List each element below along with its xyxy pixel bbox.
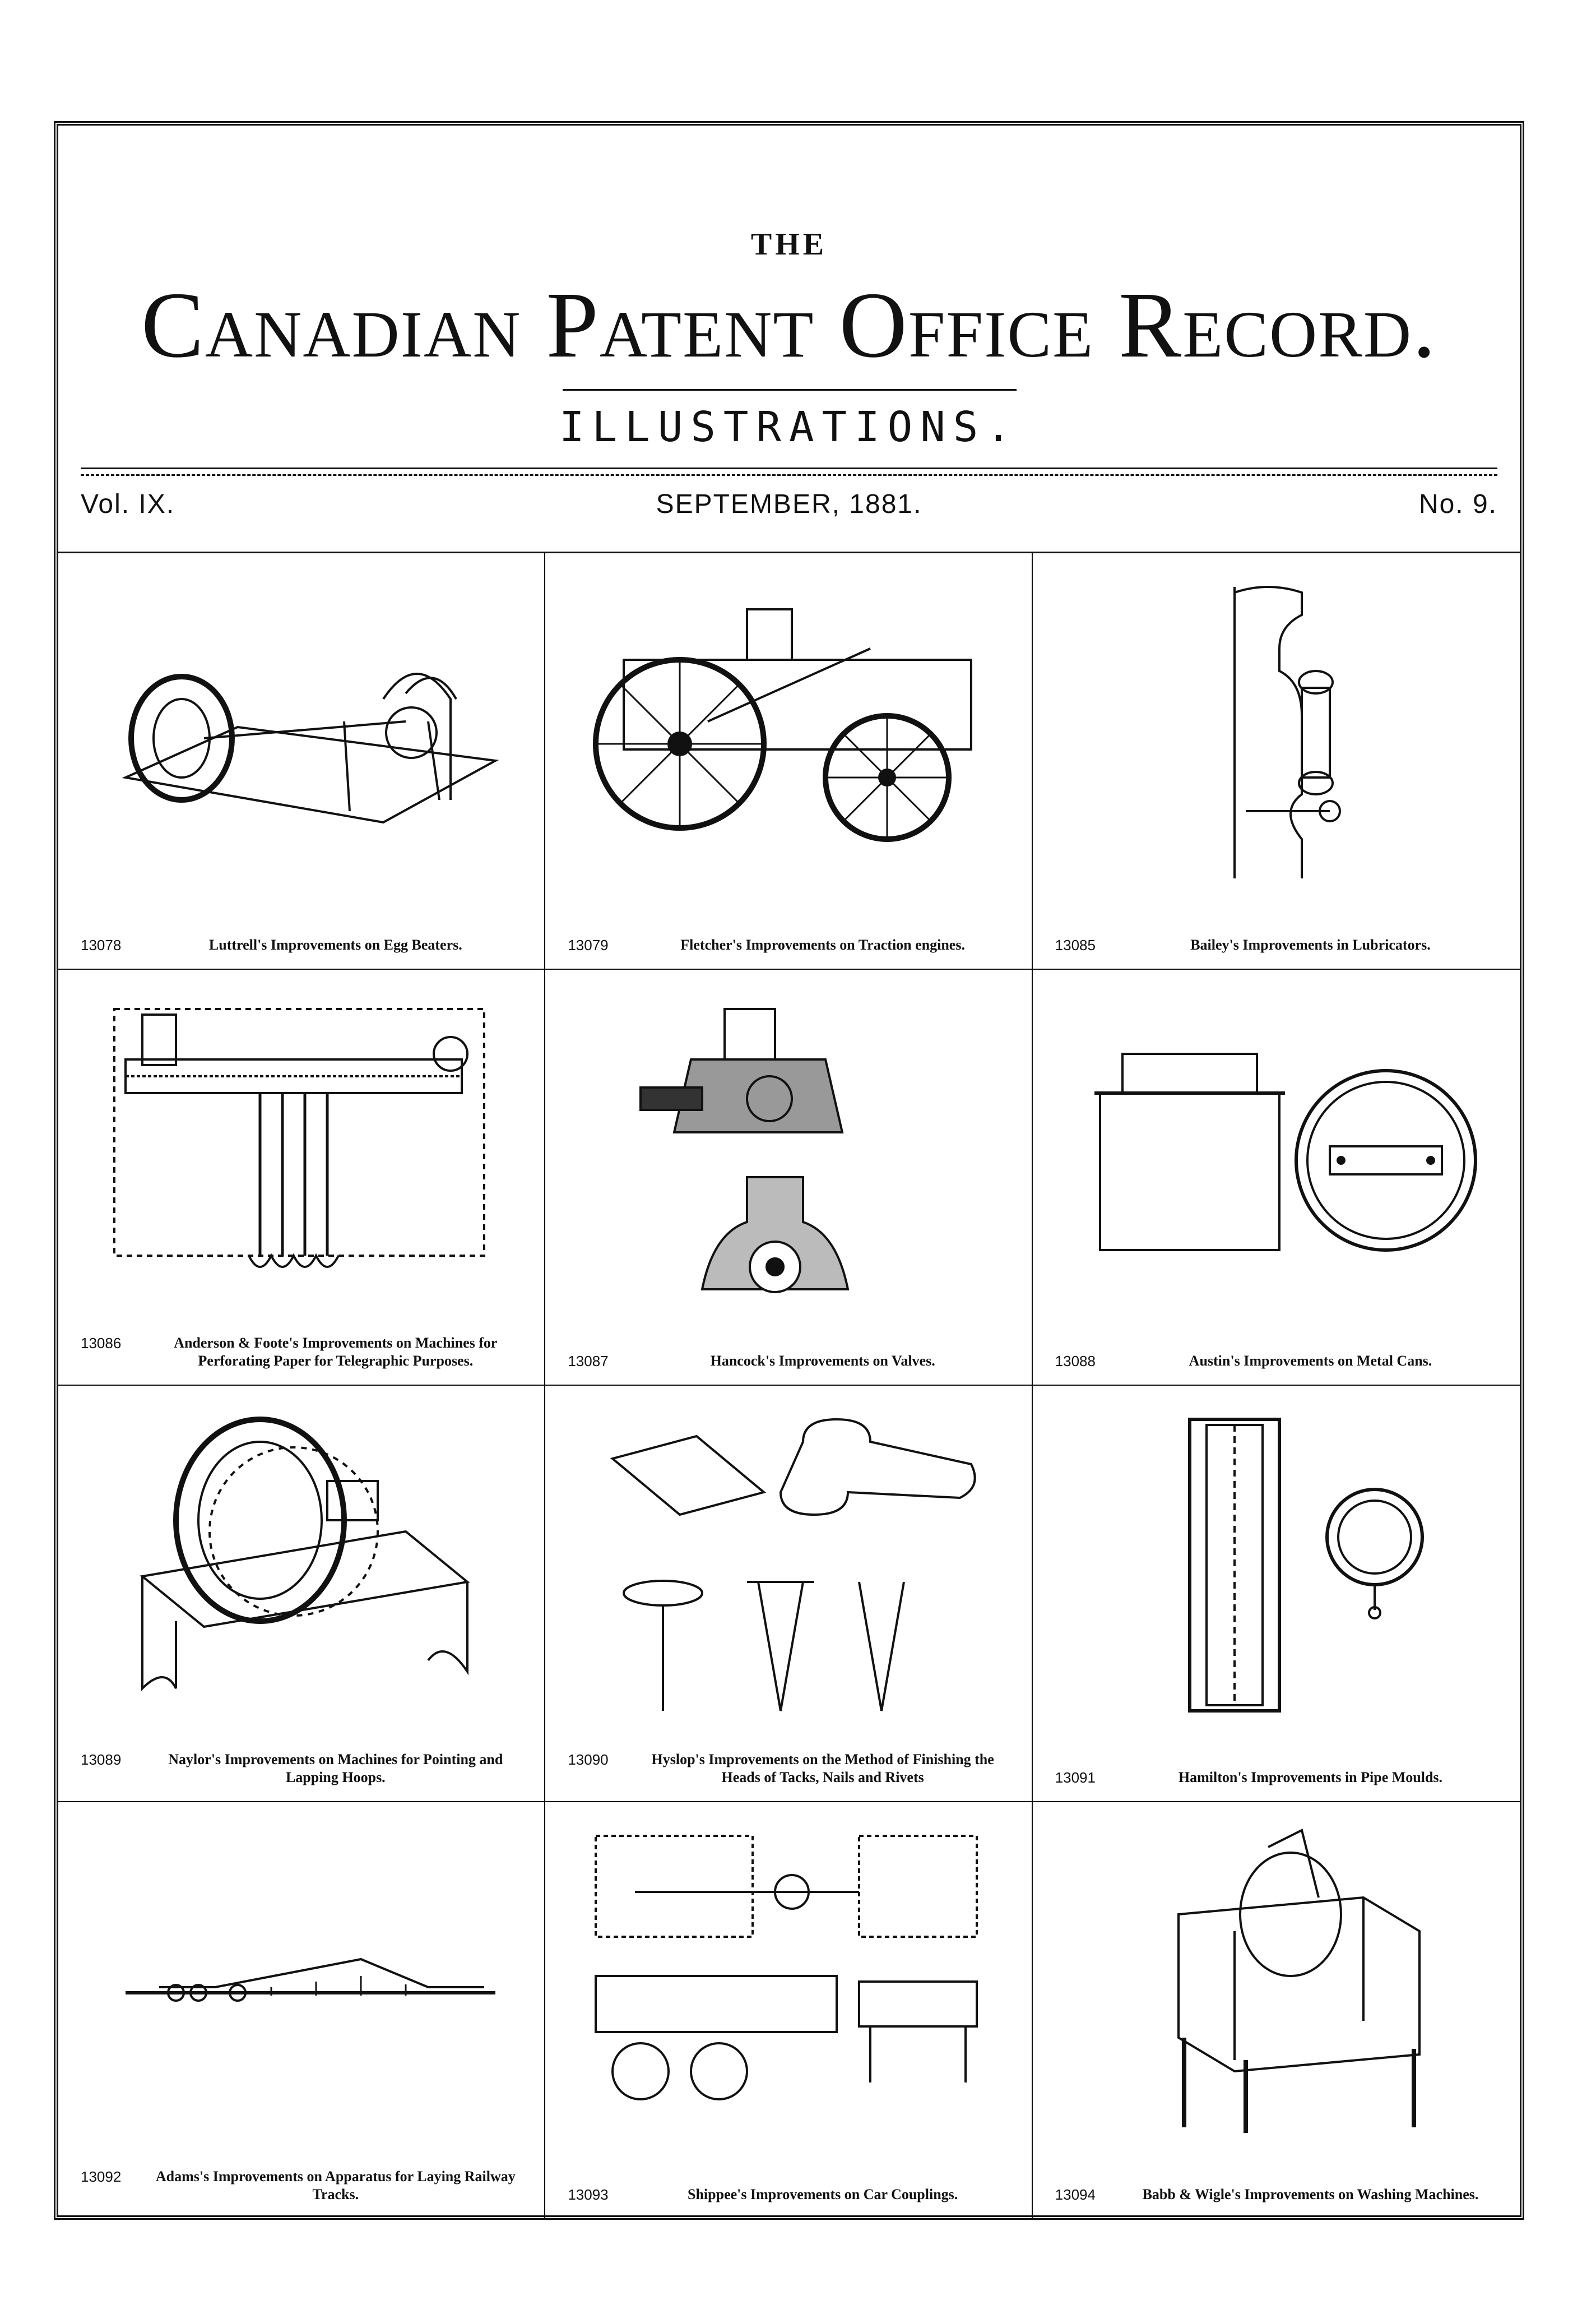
patent-number: 13078 <box>81 936 122 954</box>
plate-cell: 13093 Shippee's Improvements on Car Coup… <box>545 1802 1033 2218</box>
traction-engine-illustration <box>593 608 973 842</box>
plate-cell: 13090 Hyslop's Improvements on the Metho… <box>545 1386 1033 1802</box>
patent-number: 13091 <box>1055 1769 1096 1786</box>
patent-number: 13079 <box>568 936 609 954</box>
plate-caption: Hyslop's Improvements on the Method of F… <box>651 1751 994 1785</box>
plate-cell: 13079 Fletcher's Improvements on Tractio… <box>545 553 1033 970</box>
plate-cell: 13078 Luttrell's Improvements on Egg Bea… <box>58 553 546 970</box>
plate-caption: Hancock's Improvements on Valves. <box>710 1353 935 1369</box>
illustration-grid: 13078 Luttrell's Improvements on Egg Bea… <box>58 552 1520 2218</box>
plate-cell: 13094 Babb & Wigle's Improvements on Was… <box>1033 1802 1520 2219</box>
volume-label: Vol. IX. <box>81 489 175 519</box>
plate-cell: 13086 Anderson & Foote's Improvements on… <box>58 969 546 1386</box>
plate-cell: 13092 Adams's Improvements on Apparatus … <box>58 1802 546 2218</box>
tacks-illustration <box>610 1418 976 1711</box>
patent-number: 13089 <box>81 1751 122 1768</box>
car-coupling-illustration <box>595 1834 978 2100</box>
valve-illustration <box>639 1007 850 1293</box>
issue-number: No. 9. <box>1418 489 1497 519</box>
patent-number: 13090 <box>568 1751 609 1768</box>
washing-machine-illustration <box>1177 1828 1421 2133</box>
header-rule-dashed <box>81 474 1497 476</box>
pipe-mould-illustration <box>1187 1418 1424 1713</box>
title-rule <box>563 389 1017 391</box>
plate-caption: Babb & Wigle's Improvements on Washing M… <box>1142 2186 1479 2202</box>
plate-caption: Anderson & Foote's Improvements on Machi… <box>174 1335 498 1369</box>
lubricator-illustration <box>1233 586 1341 878</box>
page-subtitle: ILLUSTRATIONS. <box>559 403 1019 451</box>
plate-cell: 13087 Hancock's Improvements on Valves. <box>545 969 1033 1386</box>
masthead: THE Canadian Patent Office Record. ILLUS… <box>58 126 1520 552</box>
plate-cell: 13088 Austin's Improvements on Metal Can… <box>1032 970 1520 1386</box>
plate-caption: Hamilton's Improvements in Pipe Moulds. <box>1178 1769 1443 1785</box>
plate-caption: Bailey's Improvements in Lubricators. <box>1190 936 1431 953</box>
header-rule <box>81 468 1497 469</box>
patent-number: 13085 <box>1055 936 1096 954</box>
plate-cell: 13089 Naylor's Improvements on Machines … <box>58 1386 546 1802</box>
plate-cell: 13091 Hamilton's Improvements in Pipe Mo… <box>1032 1386 1520 1802</box>
plate-caption: Shippee's Improvements on Car Couplings. <box>688 2186 958 2202</box>
railway-track-layer-illustration <box>126 1957 495 2002</box>
patent-number: 13094 <box>1055 2186 1096 2203</box>
egg-beater-illustration <box>122 673 499 824</box>
hoop-machine-illustration <box>140 1417 470 1691</box>
perforating-machine-illustration <box>113 1007 485 1268</box>
plate-caption: Adams's Improvements on Apparatus for La… <box>155 2168 516 2202</box>
patent-number: 13086 <box>81 1335 122 1352</box>
patent-number: 13087 <box>568 1353 609 1369</box>
patent-number: 13093 <box>568 2186 609 2203</box>
metal-can-illustration <box>1094 1052 1477 1252</box>
plate-caption: Luttrell's Improvements on Egg Beaters. <box>208 936 462 953</box>
issue-date: SEPTEMBER, 1881. <box>656 489 922 519</box>
plate-caption: Naylor's Improvements on Machines for Po… <box>168 1751 503 1785</box>
patent-number: 13092 <box>81 2168 122 2185</box>
plate-caption: Austin's Improvements on Metal Cans. <box>1189 1353 1432 1369</box>
page-title: Canadian Patent Office Record. <box>141 273 1437 377</box>
masthead-the: THE <box>750 227 828 262</box>
plate-caption: Fletcher's Improvements on Traction engi… <box>680 936 965 953</box>
plate-cell: 13085 Bailey's Improvements in Lubricato… <box>1032 553 1520 970</box>
patent-number: 13088 <box>1055 1353 1096 1369</box>
page-frame: THE Canadian Patent Office Record. ILLUS… <box>54 121 1524 2220</box>
